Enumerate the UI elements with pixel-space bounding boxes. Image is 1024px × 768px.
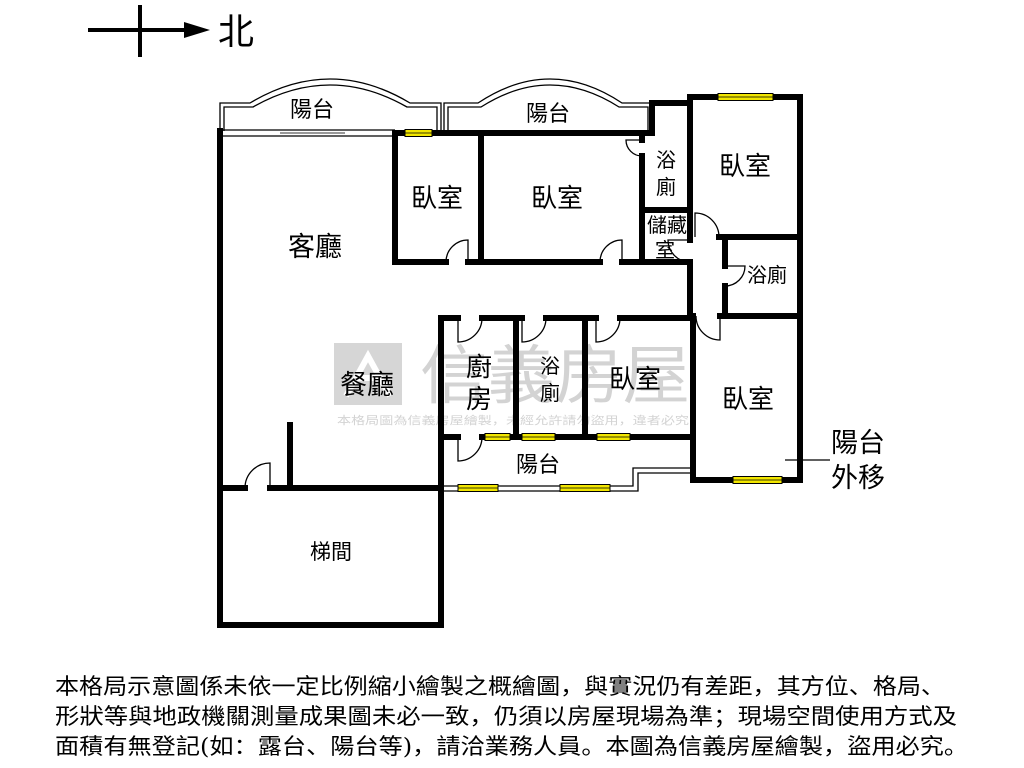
- disclaimer-line-2: 形狀等與地政機關測量成果圖未必一致，仍須以房屋現場為準；現場空間使用方式及: [55, 705, 957, 730]
- bath3-door-swing: [521, 317, 547, 343]
- kitchen-balcony-door-swing: [457, 436, 483, 462]
- storage-door-swing: [667, 239, 691, 263]
- balcony-ne-outline: [443, 78, 652, 131]
- dining-room-label: 餐廳: [340, 370, 394, 401]
- bedroom-2-label: 臥室: [531, 184, 583, 214]
- bedroom4-door-swing: [595, 317, 621, 343]
- doors: [244, 139, 746, 489]
- watermark-logo-mark-icon: [343, 349, 393, 398]
- balcony-ne-inner-outline: [447, 84, 649, 131]
- storage-label-line-1: 儲藏: [647, 213, 687, 237]
- kitchen-label-line-1: 廚: [466, 353, 492, 383]
- bath1-door-swing: [625, 139, 643, 157]
- disclaimer-line-3: 面積有無登記(如：露台、陽台等)，請洽業務人員。本圖為信義房屋繪製，盜用必究。: [55, 735, 968, 760]
- stairwell-label: 梯間: [310, 540, 352, 564]
- balcony-nw-label: 陽台: [290, 98, 334, 123]
- living-sliding-door: [222, 129, 395, 137]
- walls: [217, 94, 803, 628]
- bedroom2-door-swing: [599, 239, 623, 263]
- bath1-north-wall: [639, 100, 693, 136]
- balcony-ne-label: 陽台: [526, 102, 570, 127]
- balcony-s-outline: [441, 472, 693, 492]
- bedroom-5-label: 臥室: [722, 385, 774, 415]
- bath2-door-swing: [724, 265, 746, 287]
- windows: [404, 93, 783, 492]
- bedroom1-door-swing: [445, 239, 469, 263]
- balcony-s-label: 陽台: [516, 453, 560, 478]
- stairwell-door-swing: [244, 462, 271, 489]
- bedroom-1-label: 臥室: [411, 184, 463, 214]
- bath-2-label: 浴廁: [747, 263, 787, 287]
- living-room-label: 客廳: [288, 232, 342, 263]
- balconies: [219, 78, 830, 492]
- watermark-brand: 信義房屋: [420, 340, 690, 414]
- window-center-lines: [405, 96, 782, 489]
- balcony-nw-outline: [219, 78, 442, 131]
- disclaimer: 本格局示意圖係未依一定比例縮小繪製之概繪圖，與實況仍有差距，其方位、格局、 形狀…: [55, 675, 968, 760]
- bath-3-label-line-1: 浴: [540, 354, 560, 378]
- bath-1-label-line-2: 廁: [656, 175, 676, 199]
- bath-3-label-line-2: 廁: [540, 381, 560, 405]
- bath-1-label-line-1: 浴: [656, 148, 676, 172]
- balcony-nw-inner-outline: [223, 84, 438, 131]
- kitchen-door-swing: [457, 317, 483, 343]
- storage-label-line-2: 室: [655, 238, 675, 262]
- balcony-moved-label-line-1: 陽台: [831, 428, 885, 459]
- compass: 北: [88, 5, 254, 57]
- balcony-s-inner-outline: [444, 467, 693, 487]
- bedroom3-door-swing: [694, 212, 720, 238]
- bedroom-3-label: 臥室: [719, 152, 771, 182]
- north-arrow-icon: [184, 22, 210, 38]
- room-labels: 陽台 陽台 客廳 餐廳 臥室 臥室 浴 廁 儲藏 室 臥室 浴廁 廚 房 浴 廁…: [288, 98, 885, 564]
- disclaimer-line-1: 本格局示意圖係未依一定比例縮小繪製之概繪圖，與實況仍有差距，其方位、格局、: [55, 675, 945, 700]
- balcony-moved-label-line-2: 外移: [831, 463, 885, 494]
- north-label: 北: [218, 12, 254, 53]
- bedroom-4-label: 臥室: [609, 365, 661, 395]
- bedroom5-door-swing: [695, 315, 721, 341]
- kitchen-label-line-2: 房: [466, 385, 492, 415]
